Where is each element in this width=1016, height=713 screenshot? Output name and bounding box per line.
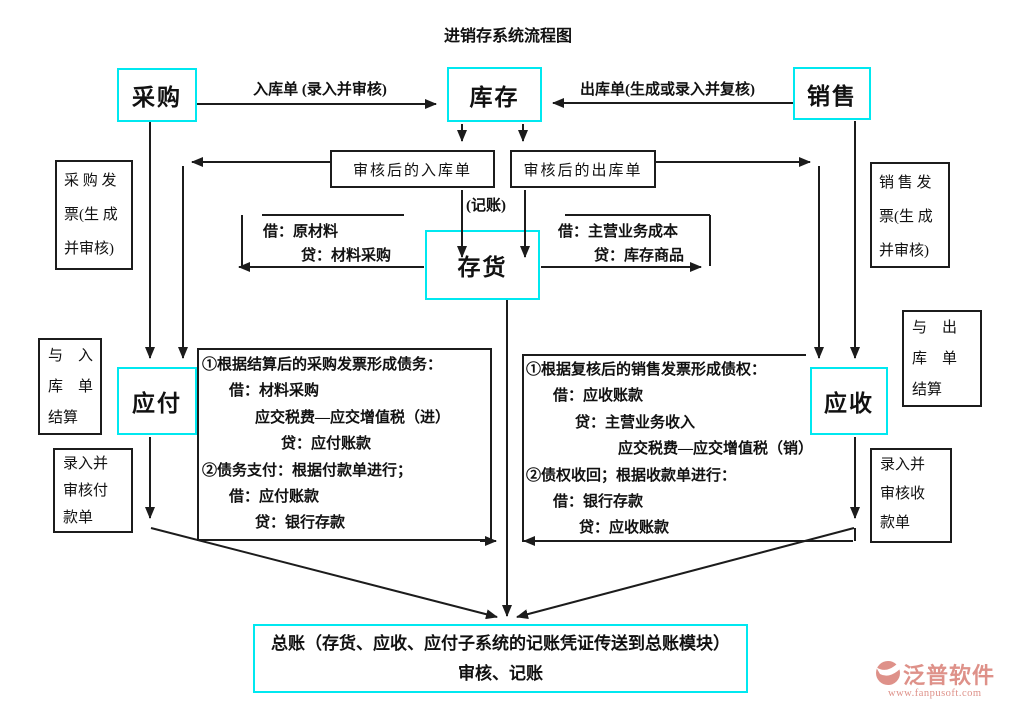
fanpu-logo-icon bbox=[876, 661, 900, 685]
stock-entry-left-credit: 贷：材料采购 bbox=[301, 248, 392, 264]
purchase-invoice-line3: 并审核) bbox=[64, 241, 114, 257]
payable-note-line6: 借：应付账款 bbox=[229, 489, 320, 506]
settle-outbound-line2: 库 单 bbox=[912, 351, 958, 367]
watermark-url: www.fanpusoft.com bbox=[888, 688, 982, 699]
receivable-note-line2: 借：应收账款 bbox=[553, 388, 644, 405]
stock-entry-right-credit: 贷：库存商品 bbox=[594, 248, 685, 264]
ledger-line1: 总账（存货、应收、应付子系统的记账凭证传送到总账模块） bbox=[271, 634, 730, 653]
box-audited-outbound: 审核后的出库单 bbox=[510, 150, 656, 188]
receivable-note-line4: 应交税费—应交增值税（销） bbox=[618, 441, 814, 458]
watermark-brand: 泛普软件 bbox=[903, 663, 996, 688]
sales-invoice-line3: 并审核) bbox=[879, 243, 929, 259]
edge-label-outbound: 出库单(生成或录入并复核) bbox=[580, 82, 755, 98]
box-sales-invoice: 销 售 发 票(生 成 并审核) bbox=[870, 162, 950, 268]
stock-entry-left-debit: 借：原材料 bbox=[263, 224, 339, 240]
sales-invoice-line1: 销 售 发 bbox=[879, 175, 932, 191]
settle-inbound-line1: 与 入 bbox=[48, 348, 94, 364]
receipt-voucher-line2: 审核收 bbox=[880, 486, 926, 502]
node-payable: 应付 bbox=[117, 367, 197, 435]
receivable-note-line1: ①根据复核后的销售发票形成债权： bbox=[526, 362, 767, 378]
receivable-note-line3: 贷：主营业务收入 bbox=[575, 414, 696, 431]
settle-outbound-line1: 与 出 bbox=[912, 320, 958, 336]
stock-entry-right: 借：主营业务成本 贷：库存商品 bbox=[558, 220, 758, 268]
receivable-note-line6: 借：银行存款 bbox=[553, 494, 644, 511]
box-payment-voucher: 录入并 审核付 款单 bbox=[53, 448, 133, 533]
ledger-line2: 审核、记账 bbox=[458, 664, 543, 683]
payable-note-line3: 应交税费—应交增值税（进） bbox=[255, 409, 451, 426]
node-general-ledger: 总账（存货、应收、应付子系统的记账凭证传送到总账模块） 审核、记账 bbox=[253, 624, 748, 693]
page-title: 进销存系统流程图 bbox=[443, 28, 572, 45]
edge-label-inbound: 入库单 (录入并审核) bbox=[253, 82, 387, 98]
arrow-payable-to-ledger bbox=[150, 527, 498, 620]
settle-outbound-line3: 结算 bbox=[912, 382, 943, 398]
node-receivable: 应收 bbox=[810, 367, 888, 435]
payable-note-line7: 贷：银行存款 bbox=[255, 515, 346, 532]
settle-inbound-line3: 结算 bbox=[48, 410, 79, 426]
sales-invoice-line2: 票(生 成 bbox=[879, 209, 933, 225]
box-audited-inbound: 审核后的入库单 bbox=[330, 150, 495, 188]
purchase-invoice-line2: 票(生 成 bbox=[64, 207, 118, 223]
payable-note-line1: ①根据结算后的采购发票形成债务： bbox=[202, 357, 443, 373]
edge-label-posting: (记账) bbox=[466, 198, 506, 214]
receipt-voucher-line3: 款单 bbox=[880, 515, 911, 531]
node-inventory: 库存 bbox=[447, 67, 542, 122]
node-purchase: 采购 bbox=[117, 68, 197, 122]
stock-entry-right-debit: 借：主营业务成本 bbox=[558, 224, 679, 240]
node-stock: 存货 bbox=[425, 230, 540, 300]
stock-entry-left: 借：原材料 贷：材料采购 bbox=[263, 220, 428, 268]
payment-voucher-line3: 款单 bbox=[63, 510, 94, 526]
receivable-note-line5: ②债权收回；根据收款单进行： bbox=[526, 467, 737, 484]
receivable-note-line7: 贷：应收账款 bbox=[579, 520, 670, 537]
node-sales: 销售 bbox=[793, 67, 871, 120]
arrow-receivable-to-ledger bbox=[516, 527, 855, 620]
purchase-invoice-line1: 采 购 发 bbox=[64, 173, 117, 189]
payment-voucher-line1: 录入并 bbox=[63, 456, 109, 472]
payable-note-line4: 贷：应付账款 bbox=[281, 436, 372, 453]
box-settle-with-outbound: 与 出 库 单 结算 bbox=[902, 310, 982, 407]
box-purchase-invoice: 采 购 发 票(生 成 并审核) bbox=[55, 160, 133, 270]
payable-note-line5: ②债务支付：根据付款单进行； bbox=[202, 462, 413, 479]
receivable-note-box: ①根据复核后的销售发票形成债权： 借：应收账款 贷：主营业务收入 应交税费—应交… bbox=[523, 355, 855, 541]
box-settle-with-inbound: 与 入 库 单 结算 bbox=[38, 338, 102, 435]
payable-note-box: ①根据结算后的采购发票形成债务： 借：材料采购 应交税费—应交增值税（进） 贷：… bbox=[197, 348, 492, 541]
payable-note-line2: 借：材料采购 bbox=[229, 383, 320, 400]
box-receipt-voucher: 录入并 审核收 款单 bbox=[870, 448, 952, 543]
payment-voucher-line2: 审核付 bbox=[63, 483, 109, 499]
receipt-voucher-line1: 录入并 bbox=[880, 457, 926, 473]
receivable-note-border bbox=[522, 354, 856, 542]
settle-inbound-line2: 库 单 bbox=[48, 379, 94, 395]
